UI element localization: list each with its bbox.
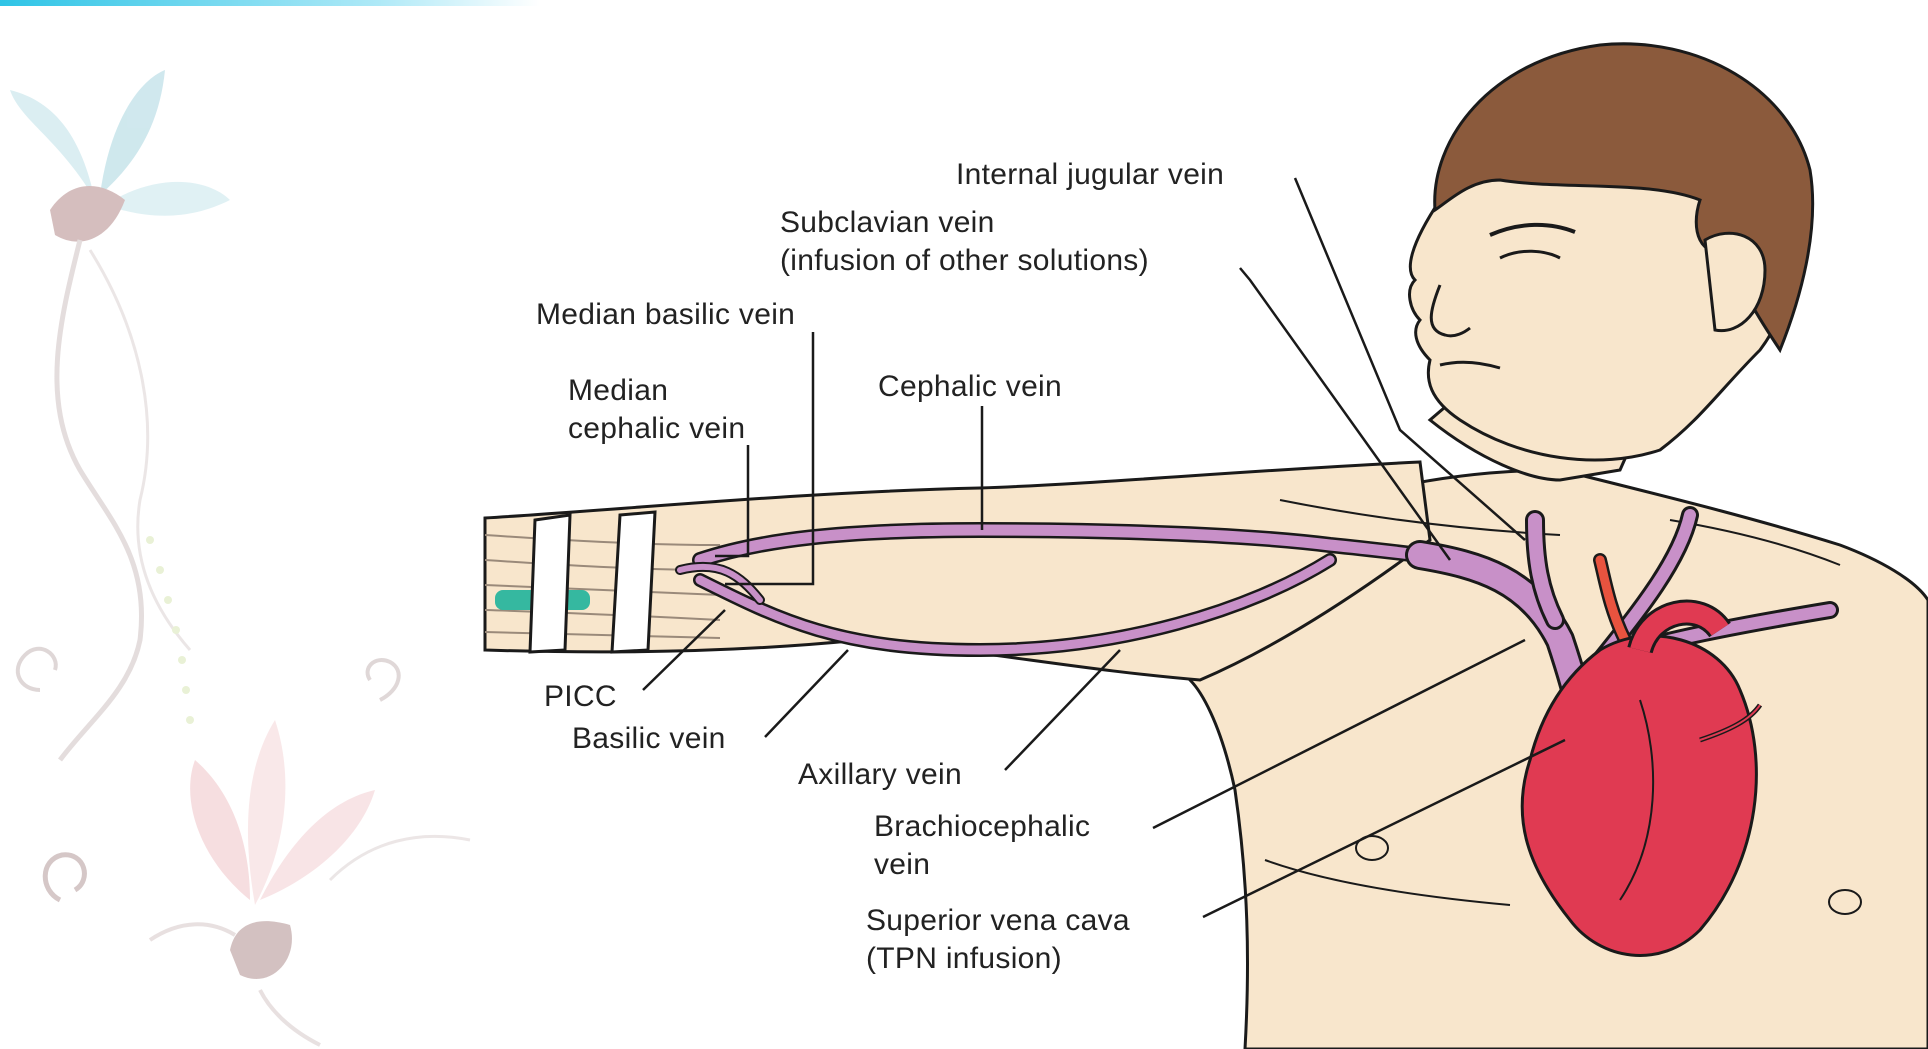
label-cephalic-vein: Cephalic vein (878, 368, 1062, 406)
label-picc: PICC (544, 678, 617, 716)
tape-band (612, 512, 655, 652)
label-brachiocephalic: Brachiocephalic (874, 808, 1090, 846)
label-cephalic-vein-median: cephalic vein (568, 410, 745, 448)
label-brachiocephalic-vein: vein (874, 846, 930, 884)
label-subclavian-vein: Subclavian vein (780, 204, 995, 242)
leader-basilic (765, 650, 848, 737)
label-median-basilic-vein: Median basilic vein (536, 296, 795, 334)
label-subclavian-infusion: (infusion of other solutions) (780, 242, 1149, 280)
leader-axillary (1005, 650, 1120, 770)
tape-band (530, 515, 570, 652)
label-superior-vena-cava: Superior vena cava (866, 902, 1130, 940)
label-tpn-infusion: (TPN infusion) (866, 940, 1062, 978)
label-axillary-vein: Axillary vein (798, 756, 962, 794)
label-basilic-vein: Basilic vein (572, 720, 726, 758)
label-median: Median (568, 372, 668, 410)
label-internal-jugular-vein: Internal jugular vein (956, 156, 1224, 194)
